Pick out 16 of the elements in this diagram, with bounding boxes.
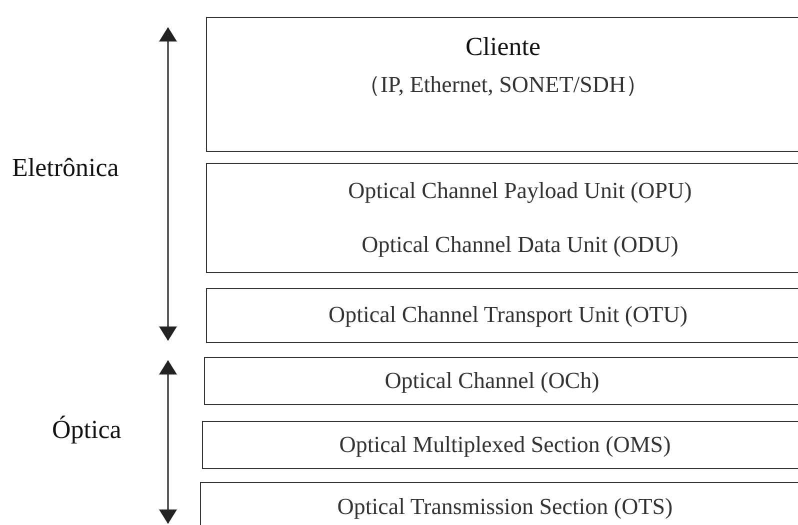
- layer-box: [206, 288, 798, 343]
- layer-label: Optical Transmission Section (OTS): [337, 494, 673, 520]
- layer-label: Optical Multiplexed Section (OMS): [339, 432, 671, 458]
- domain-label: Eletrônica: [12, 153, 119, 183]
- layer-box: [200, 482, 798, 525]
- layer-box: [206, 17, 798, 152]
- layer-title: Cliente: [465, 32, 541, 62]
- layer-box: [206, 163, 798, 273]
- layer-label: Optical Channel Data Unit (ODU): [362, 232, 678, 258]
- domain-label: Óptica: [52, 415, 122, 445]
- layer-box: [202, 421, 798, 469]
- layer-label: Optical Channel Transport Unit (OTU): [328, 302, 688, 329]
- layer-label: Optical Channel (OCh): [384, 368, 600, 394]
- layer-label: （IP, Ethernet, SONET/SDH）: [357, 72, 649, 98]
- layer-label: Optical Channel Payload Unit (OPU): [348, 178, 692, 204]
- layer-box: [204, 357, 798, 405]
